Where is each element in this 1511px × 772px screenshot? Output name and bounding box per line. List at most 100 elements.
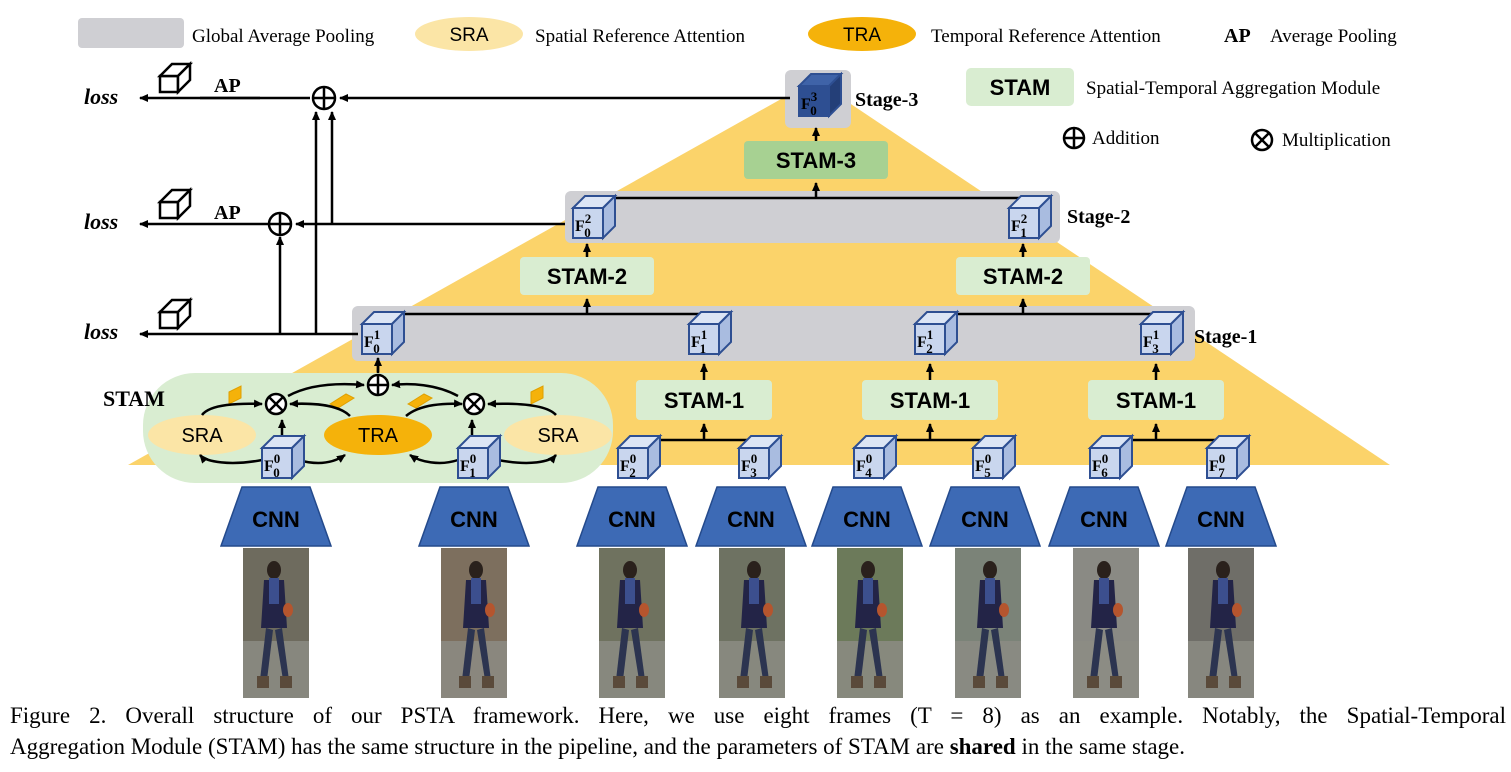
- frame-thumbnail: [599, 548, 665, 698]
- pooled-cube-stage2: [156, 186, 194, 222]
- cnn-label: CNN: [1080, 507, 1128, 532]
- loss-branch-wires: [139, 94, 790, 338]
- frame-thumbnail: [955, 548, 1021, 698]
- ap-label-stage2: AP: [214, 202, 241, 224]
- legend-stam-text: Spatial-Temporal Aggregation Module: [1086, 78, 1380, 99]
- stam2-box-b: [956, 257, 1090, 295]
- frame-thumbnail: [1188, 548, 1254, 698]
- cnn-block: CNN: [810, 486, 924, 547]
- pooled-vector-icons: [156, 60, 194, 332]
- psta-framework-diagram: Global Average Pooling SRA Spatial Refer…: [78, 17, 1397, 698]
- addition-icon: [1062, 126, 1086, 150]
- legend-gap-swatch: [78, 18, 184, 48]
- cnn-block: CNN: [575, 486, 689, 547]
- legend-tra-text: Temporal Reference Attention: [931, 26, 1161, 47]
- cnn-block: CNN: [1164, 486, 1278, 547]
- cnn-label: CNN: [1197, 507, 1245, 532]
- stam1-label-c: STAM-1: [1116, 388, 1196, 413]
- legend: Global Average Pooling SRA Spatial Refer…: [78, 17, 1397, 152]
- legend-tra-short: TRA: [843, 25, 881, 46]
- caption-line-2-end: in the same stage.: [1015, 734, 1185, 759]
- stam-detail-sra-right-label: SRA: [537, 425, 579, 447]
- stage1-gap-bar: [352, 306, 1195, 361]
- legend-sra-text: Spatial Reference Attention: [535, 26, 745, 47]
- cnn-label: CNN: [608, 507, 656, 532]
- stam1-box-c: [1088, 380, 1224, 420]
- cnn-label: CNN: [843, 507, 891, 532]
- ap-label-stage3: AP: [214, 75, 241, 97]
- legend-sra-swatch: [415, 17, 523, 51]
- caption-line-2-start: Aggregation Module (STAM) has the same s…: [10, 734, 950, 759]
- stam-detail-title: STAM: [103, 386, 165, 411]
- stam-detail-sra-right: [504, 415, 612, 455]
- stam-detail-flows: [199, 357, 557, 465]
- cnn-block: CNN: [417, 486, 531, 547]
- pooled-cube-stage1: [156, 296, 194, 332]
- stam1-label-a: STAM-1: [664, 388, 744, 413]
- frame-thumbnail: [243, 548, 309, 698]
- input-frames: [243, 548, 1254, 698]
- stage1-label: Stage-1: [1194, 326, 1257, 348]
- loss-label-stage1: loss: [84, 319, 118, 344]
- pyramid-background: [128, 80, 1390, 465]
- stage2-label: Stage-2: [1067, 206, 1130, 228]
- multiply-op-left: [264, 392, 288, 416]
- add-op-stage2: [267, 211, 293, 237]
- legend-ap-text: Average Pooling: [1270, 26, 1397, 47]
- stam-detail-sra-left: [148, 415, 256, 455]
- legend-stam-short: STAM: [990, 75, 1051, 100]
- add-op-stage3: [311, 85, 337, 111]
- multiplication-icon: [1250, 128, 1274, 152]
- stage2-gap-bar: [565, 191, 1060, 243]
- multiply-op-right: [462, 392, 486, 416]
- cnn-block: CNN: [1047, 486, 1161, 547]
- stage3-label: Stage-3: [855, 89, 918, 111]
- stam1-label-b: STAM-1: [890, 388, 970, 413]
- legend-multiplication-text: Multiplication: [1282, 130, 1391, 151]
- stam1-box-a: [636, 380, 772, 420]
- stam-detail-sra-left-label: SRA: [181, 425, 223, 447]
- frame-thumbnail: [837, 548, 903, 698]
- stam-detail-tra-label: TRA: [358, 425, 399, 447]
- pooled-cube-stage3: [156, 60, 194, 96]
- cnn-label: CNN: [961, 507, 1009, 532]
- legend-gap-text: Global Average Pooling: [192, 26, 375, 47]
- stam2-box-a: [520, 257, 654, 295]
- cnn-block: CNN: [219, 486, 333, 547]
- caption-line-2: Aggregation Module (STAM) has the same s…: [10, 731, 1506, 762]
- legend-ap-short: AP: [1224, 25, 1251, 47]
- stam1-box-b: [862, 380, 998, 420]
- frame-thumbnail: [441, 548, 507, 698]
- stam3-label: STAM-3: [776, 148, 856, 173]
- legend-addition-text: Addition: [1092, 128, 1160, 149]
- attention-weight-tokens: [228, 385, 544, 409]
- figure-caption: Figure 2. Overall structure of our PSTA …: [10, 700, 1506, 762]
- cnn-label: CNN: [252, 507, 300, 532]
- caption-shared-word: shared: [949, 734, 1016, 759]
- caption-line-1: Figure 2. Overall structure of our PSTA …: [10, 703, 1506, 728]
